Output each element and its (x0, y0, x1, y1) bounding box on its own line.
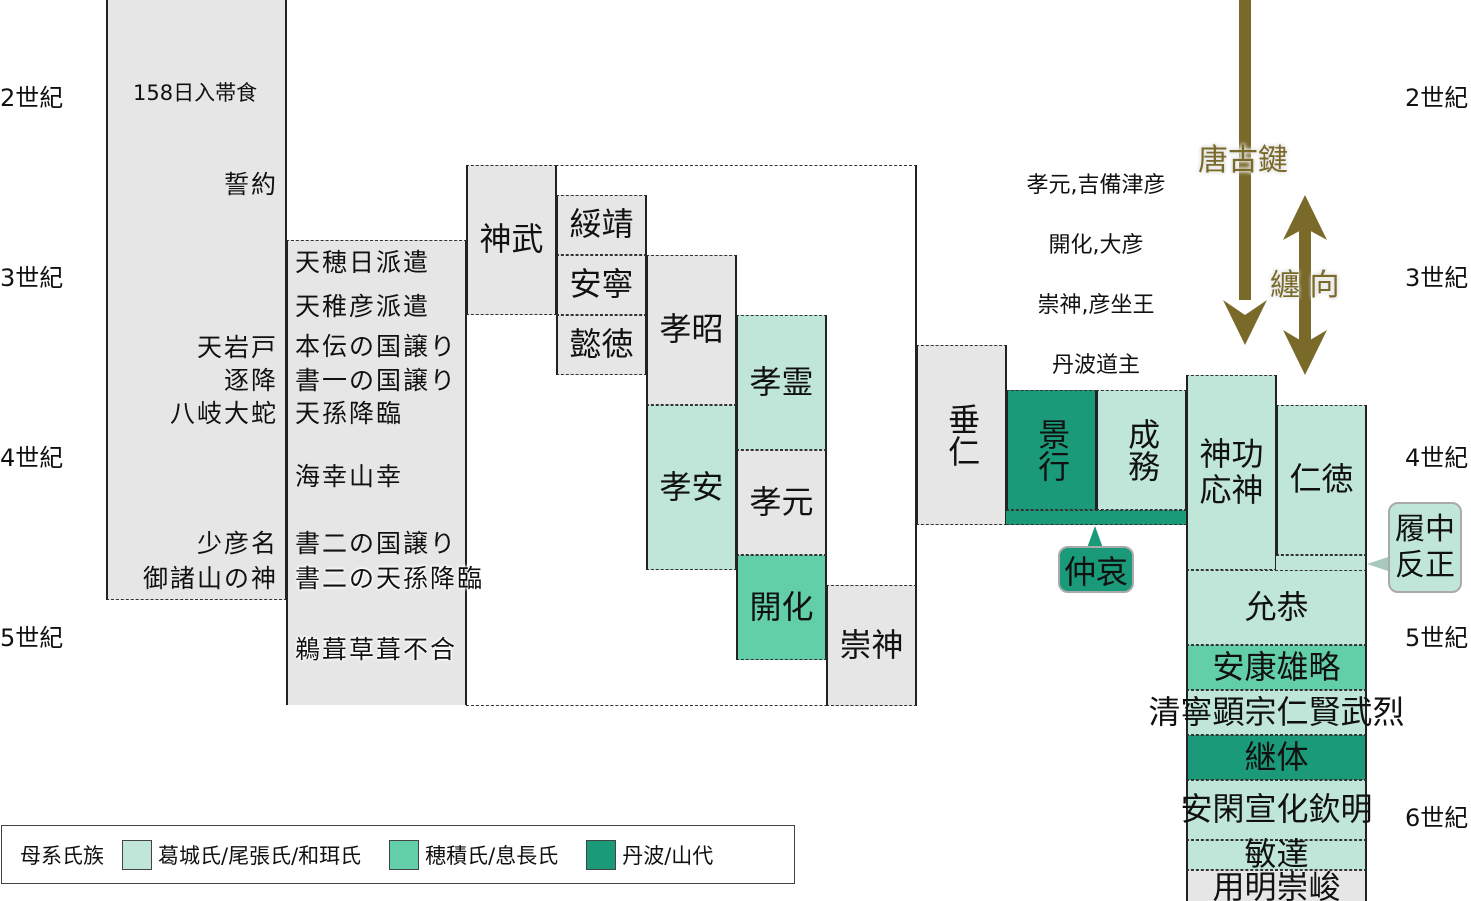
kamiyo-column-a (106, 0, 287, 600)
annotation-text: 開化,大彦 (1048, 233, 1144, 258)
col-b-text: 鵜葺草葺不合 (295, 635, 458, 664)
emperor-suinin-label: 垂仁 (943, 403, 982, 467)
col-b-text: 書一の国譲り (295, 366, 458, 395)
emperor-yomei-sushun: 用明崇峻 (1186, 869, 1367, 901)
col-b-text: 天稚彦派遣 (295, 292, 431, 321)
emperor-keitai: 継体 (1186, 735, 1367, 780)
emperor-nintoku: 仁徳 (1276, 405, 1367, 555)
legend-title: 母系氏族 (20, 843, 104, 868)
emperor-richu-hanzei-callout: 履中 反正 (1388, 502, 1462, 593)
emperor-bidatsu: 敏達 (1186, 837, 1367, 872)
century-label-left: 2世紀 (0, 84, 64, 112)
legend-label: 丹波/山代 (622, 843, 714, 868)
emperor-keiko-label: 景行 (1033, 418, 1072, 482)
emperor-jingu-ojin: 神功 応神 (1186, 375, 1277, 570)
col-b-text: 天穂日派遣 (295, 248, 431, 277)
col-b-text: 書二の国譲り (295, 529, 458, 558)
century-label-right: 4世紀 (1405, 444, 1469, 472)
emperor-seinei-buretsu: 清寧顕宗仁賢武烈 (1149, 690, 1405, 735)
legend-swatch-mid (389, 839, 420, 870)
emperor-sujin: 崇神 (826, 585, 917, 706)
col-a-text: 158日入帯食 (133, 81, 258, 105)
annotation-text: 孝元,吉備津彦 (1026, 173, 1166, 198)
emperor-anko-yuryaku: 安康雄略 (1186, 645, 1367, 690)
richu-callout-pointer (1367, 556, 1391, 572)
emperor-hanzei-label: 反正 (1395, 547, 1455, 583)
makimuku-arrowhead-down-icon (1283, 330, 1327, 375)
legend-swatch-light (122, 839, 152, 870)
emperor-annei: 安寧 (556, 255, 647, 315)
col-a-text: 少彦名 (196, 529, 278, 558)
makimuku-label: 纏 向 (1270, 268, 1340, 303)
emperor-keiko: 景行 (1006, 390, 1097, 510)
legend-label: 葛城氏/尾張氏/和珥氏 (158, 843, 362, 868)
emperor-seimu-label: 成務 (1123, 418, 1162, 482)
makimuku-arrow-shaft (1299, 225, 1311, 345)
col-a-text: 八岐大蛇 (169, 399, 278, 428)
century-label-right: 6世紀 (1405, 804, 1469, 832)
century-label-right: 3世紀 (1405, 264, 1469, 292)
century-label-right: 5世紀 (1405, 624, 1469, 652)
legend-item: 穂積氏/息長氏 (389, 839, 559, 870)
century-label-left: 5世紀 (0, 624, 64, 652)
karako-arrowhead-icon (1223, 300, 1267, 345)
emperor-ingyo: 允恭 (1186, 570, 1367, 645)
legend-item: 葛城氏/尾張氏/和珥氏 (122, 839, 362, 870)
karako-label: 唐古鍵 (1198, 143, 1288, 178)
col-b-text: 本伝の国譲り (295, 332, 458, 361)
site-arrows (1223, 0, 1327, 375)
emperor-ojin-label: 応神 (1199, 470, 1264, 509)
emperor-suizei: 綏靖 (556, 195, 647, 255)
col-b-text: 海幸山幸 (295, 462, 404, 491)
makimuku-arrowhead-up-icon (1283, 195, 1327, 240)
century-label-left: 4世紀 (0, 444, 64, 472)
col-a-text: 逐降 (223, 366, 278, 395)
karako-arrow-shaft (1239, 0, 1251, 300)
century-label-right: 2世紀 (1405, 84, 1469, 112)
chuai-band (1006, 510, 1187, 525)
emperor-chuai-callout: 仲哀 (1058, 546, 1134, 593)
emperor-richu-label: 履中 (1395, 511, 1455, 547)
legend-swatch-dark (586, 839, 617, 870)
emperor-ankan-kinmei: 安閑宣化欽明 (1181, 780, 1373, 840)
emperor-kaika: 開化 (736, 555, 827, 660)
emperor-kogen: 孝元 (736, 450, 827, 555)
col-a-text: 御諸山の神 (142, 564, 278, 593)
emperor-seimu: 成務 (1096, 390, 1187, 510)
legend-item: 丹波/山代 (586, 839, 714, 870)
emperor-jimmu: 神武 (466, 165, 557, 315)
emperor-korei: 孝霊 (736, 315, 827, 450)
emperor-suinin: 垂仁 (916, 345, 1007, 525)
col-b-text: 書二の天孫降臨 (295, 564, 485, 593)
century-label-left: 3世紀 (0, 264, 64, 292)
col-a-text: 誓約 (223, 170, 278, 199)
richu-hanzei-band (1276, 555, 1367, 570)
legend-label: 穂積氏/息長氏 (425, 843, 559, 868)
col-a-text: 天岩戸 (196, 333, 278, 362)
emperor-kosho: 孝昭 (646, 255, 737, 405)
emperor-jingu-label: 神功 (1199, 435, 1264, 474)
emperor-koan: 孝安 (646, 405, 737, 570)
emperor-itoku: 懿徳 (556, 315, 647, 375)
legend: 母系氏族 葛城氏/尾張氏/和珥氏 穂積氏/息長氏 丹波/山代 (1, 825, 795, 884)
annotation-text: 崇神,彦坐王 (1037, 293, 1155, 318)
chuai-callout-pointer (1087, 526, 1103, 548)
kamiyo-column-b (286, 240, 467, 705)
annotation-text: 丹波道主 (1051, 353, 1141, 378)
col-b-text: 天孫降臨 (295, 399, 404, 428)
